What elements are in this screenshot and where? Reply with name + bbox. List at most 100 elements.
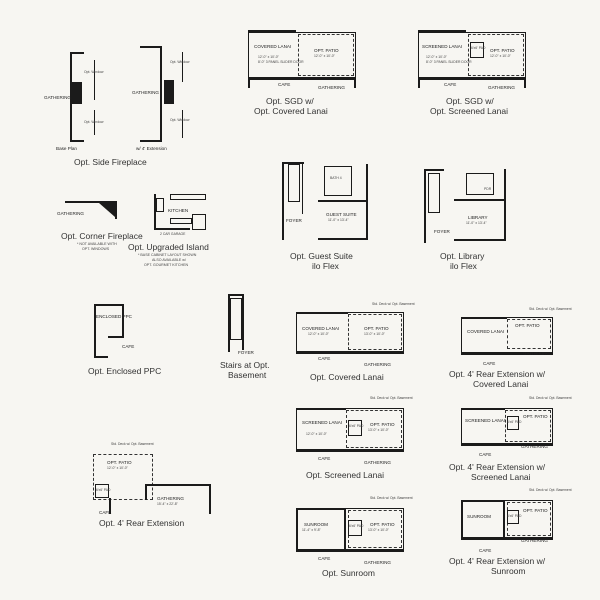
caption-covered-lanai: Opt. Covered Lanai bbox=[310, 372, 384, 382]
base-plan-label: Base Plan bbox=[56, 146, 77, 151]
dim-lanai: 12'-0" x 10'-0" bbox=[308, 332, 329, 336]
panel-rear-ext-screened: Std. Deck w/ Opt. Basement 6'x6' PAD SCR… bbox=[449, 396, 572, 486]
room-enclosed-ppc: ENCLOSED PPC bbox=[96, 314, 132, 319]
room-pad: 6'x6' PAD bbox=[507, 420, 522, 424]
room-gathering: GATHERING bbox=[318, 85, 345, 90]
caption-guest-suite-1: Opt. Guest Suite bbox=[290, 251, 353, 261]
dim-sgd: 8'-0" 3 PANEL SLIDER DOOR bbox=[426, 60, 472, 64]
caption-sunroom: Opt. Sunroom bbox=[322, 568, 375, 578]
room-screened-lanai: SCREENED LANAI bbox=[465, 418, 506, 423]
room-covered-lanai: COVERED LANAI bbox=[302, 326, 340, 331]
panel-enclosed-ppc: ENCLOSED PPC CAFE Opt. Enclosed PPC bbox=[88, 300, 183, 380]
caption-corner-fireplace: Opt. Corner Fireplace bbox=[61, 231, 143, 241]
with-extension-label: w/ 4' Extension bbox=[136, 146, 167, 151]
room-pad: 6'x6' PAD bbox=[507, 514, 522, 518]
dim-deck: Std. Deck w/ Opt. Basement bbox=[111, 442, 154, 446]
panel-sgd-covered-lanai: COVERED LANAI 12'-0" x 10'-0" 8'-0" 3 PA… bbox=[248, 30, 363, 122]
caption-upgraded-island: Opt. Upgraded Island bbox=[128, 242, 209, 252]
room-sunroom: SUNROOM bbox=[467, 514, 491, 519]
room-cafe: CAFE bbox=[99, 510, 112, 515]
dim-deck: Std. Deck w/ Opt. Basement bbox=[372, 302, 415, 306]
fireplace-icon bbox=[164, 80, 174, 104]
dim-patio: 12'-0" x 10'-0" bbox=[314, 54, 335, 58]
room-opt-patio: OPT. PATIO bbox=[490, 48, 515, 53]
room-opt-patio: OPT. PATIO bbox=[107, 460, 132, 465]
dim-patio: 12'-0" x 10'-0" bbox=[107, 466, 128, 470]
room-guest-suite: GUEST SUITE bbox=[326, 212, 357, 217]
note-island-1: * BASE CABINET LAYOUT SHOWN bbox=[138, 253, 197, 257]
panel-stairs-basement: FOYER Stairs at Opt. Basement bbox=[218, 290, 283, 380]
room-foyer: FOYER bbox=[286, 218, 302, 223]
dim-sgd: 8'-0" 3 PANEL SLIDER DOOR bbox=[258, 60, 304, 64]
panel-upgraded-island: KITCHEN 2 CAR GARAGE Opt. Upgraded Islan… bbox=[128, 190, 215, 270]
caption-rear-ext: Opt. 4' Rear Extension bbox=[99, 518, 185, 528]
caption-rear-ext-screened-2: Screened Lanai bbox=[471, 472, 531, 482]
dim-gathering-ext: 15'-4" x 22'-8" bbox=[157, 502, 178, 506]
dim-lanai: 12'-0" x 10'-0" bbox=[426, 55, 447, 59]
room-cafe: CAFE bbox=[318, 356, 331, 361]
room-foyer: FOYER bbox=[238, 350, 254, 355]
room-pad: 6'x6' PAD bbox=[349, 524, 364, 528]
panel-rear-ext-sunroom: Std. Deck w/ Opt. Basement 6'x6' PAD SUN… bbox=[449, 488, 572, 580]
room-cafe: CAFE bbox=[444, 82, 457, 87]
panel-rear-ext-covered: Std. Deck w/ Opt. Basement COVERED LANAI… bbox=[449, 303, 572, 389]
room-gathering: GATHERING bbox=[488, 85, 515, 90]
panel-sgd-screened-lanai: 6'x6' PAD SCREENED LANAI 12'-0" x 10'-0"… bbox=[418, 30, 538, 122]
dim-deck: Std. Deck w/ Opt. Basement bbox=[529, 396, 572, 400]
opt-window-label: Opt. Window bbox=[84, 120, 104, 124]
caption-enclosed-ppc: Opt. Enclosed PPC bbox=[88, 366, 162, 376]
opt-window-label: Opt. Window bbox=[170, 60, 190, 64]
room-covered-lanai: COVERED LANAI bbox=[254, 44, 292, 49]
fireplace-icon bbox=[72, 82, 82, 104]
room-opt-patio: OPT. PATIO bbox=[370, 522, 395, 527]
caption-screened-lanai: Opt. Screened Lanai bbox=[306, 470, 384, 480]
dim-deck: Std. Deck w/ Opt. Basement bbox=[370, 496, 413, 500]
caption-rear-ext-sunroom-2: Sunroom bbox=[491, 566, 526, 576]
note-corner-1: * NOT AVAILABLE WITH bbox=[77, 242, 117, 246]
dim-patio: 13'-0" x 10'-0" bbox=[364, 332, 385, 336]
panel-library: PDR FOYER LIBRARY 11'-0" x 13'-4" Opt. L… bbox=[420, 165, 510, 277]
room-cafe: CAFE bbox=[483, 361, 496, 366]
room-opt-patio: OPT. PATIO bbox=[523, 414, 548, 419]
room-pdr: PDR bbox=[484, 187, 492, 191]
room-cafe: CAFE bbox=[318, 456, 331, 461]
room-opt-patio: OPT. PATIO bbox=[314, 48, 339, 53]
dim-library: 11'-0" x 13'-4" bbox=[466, 221, 487, 225]
caption-rear-ext-covered-1: Opt. 4' Rear Extension w/ bbox=[449, 369, 546, 379]
room-covered-lanai: COVERED LANAI bbox=[467, 329, 505, 334]
room-gathering: GATHERING bbox=[521, 444, 548, 449]
room-gathering: GATHERING bbox=[521, 538, 548, 543]
caption-sgd-covered-2: Opt. Covered Lanai bbox=[254, 106, 328, 116]
caption-library-1: Opt. Library bbox=[440, 251, 485, 261]
caption-stairs-1: Stairs at Opt. bbox=[220, 360, 270, 370]
caption-sgd-covered-1: Opt. SGD w/ bbox=[266, 96, 314, 106]
room-gathering: GATHERING bbox=[132, 90, 159, 95]
room-gathering: GATHERING bbox=[157, 496, 184, 501]
room-cafe: CAFE bbox=[479, 452, 492, 457]
room-pad: 6'x6' PAD bbox=[96, 488, 111, 492]
room-gathering: GATHERING bbox=[57, 211, 84, 216]
room-opt-patio: OPT. PATIO bbox=[523, 508, 548, 513]
room-kitchen: KITCHEN bbox=[168, 208, 189, 213]
room-screened-lanai: SCREENED LANAI bbox=[302, 420, 343, 425]
room-opt-patio: OPT. PATIO bbox=[515, 323, 540, 328]
room-library: LIBRARY bbox=[468, 215, 488, 220]
opt-window-label: Opt. Window bbox=[84, 70, 104, 74]
caption-guest-suite-2: ilo Flex bbox=[312, 261, 339, 271]
room-screened-lanai: SCREENED LANAI bbox=[422, 44, 463, 49]
room-garage: 2 CAR GARAGE bbox=[160, 232, 186, 236]
room-gathering: GATHERING bbox=[44, 95, 71, 100]
room-bath: BATH 4 bbox=[330, 176, 342, 180]
room-gathering: GATHERING bbox=[523, 351, 550, 356]
corner-fireplace-icon bbox=[99, 203, 115, 217]
note-island-2: ALSO AVAILABLE w/ bbox=[152, 258, 186, 262]
dim-patio: 13'-0" x 10'-0" bbox=[368, 428, 389, 432]
room-pad: 6'x6' PAD bbox=[349, 424, 364, 428]
dim-guest: 11'-0" x 13'-4" bbox=[328, 218, 349, 222]
room-cafe: CAFE bbox=[318, 556, 331, 561]
panel-sunroom: Std. Deck w/ Opt. Basement 6'x6' PAD SUN… bbox=[290, 496, 413, 586]
room-gathering: GATHERING bbox=[364, 460, 391, 465]
dim-lanai: 12'-0" x 10'-0" bbox=[258, 55, 279, 59]
panel-covered-lanai: Std. Deck w/ Opt. Basement COVERED LANAI… bbox=[290, 300, 415, 385]
caption-stairs-2: Basement bbox=[228, 370, 267, 380]
